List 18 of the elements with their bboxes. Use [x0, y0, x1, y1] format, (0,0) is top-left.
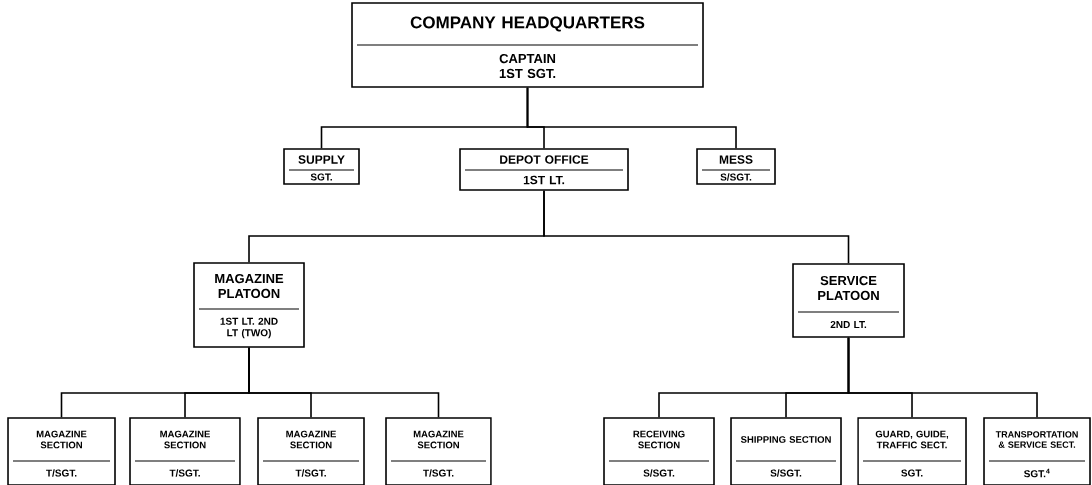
org-box: MAGAZINE SECTION T/SGT. — [129, 417, 241, 485]
connector-line — [526, 87, 737, 149]
connector-line — [543, 190, 850, 264]
org-box: GUARD, GUIDE, TRAFFIC SECT. SGT. — [857, 417, 967, 485]
connector-line — [847, 337, 1038, 418]
org-box: MESS S/SGT. — [696, 148, 776, 185]
org-box: COMPANY HEADQUARTERS CAPTAIN 1ST SGT. — [351, 2, 704, 88]
org-box: MAGAZINE SECTION T/SGT. — [257, 417, 365, 485]
org-box: DEPOT OFFICE 1ST LT. — [459, 148, 629, 191]
org-box: SERVICE PLATOON 2ND LT. — [792, 263, 905, 338]
org-box: SHIPPING SECTION S/SGT. — [730, 417, 842, 485]
org-box: MAGAZINE SECTION T/SGT. — [7, 417, 116, 485]
org-box: MAGAZINE PLATOON 1ST LT. 2ND LT (TWO) — [193, 262, 305, 348]
connector-line — [248, 347, 440, 418]
org-box: RECEIVING SECTION S/SGT. — [603, 417, 715, 485]
org-box: MAGAZINE SECTION T/SGT. — [385, 417, 492, 485]
org-box: TRANSPORTATION & SERVICE SECT. SGT.$^{4}$ — [983, 417, 1091, 485]
org-box: SUPPLY SGT. — [283, 148, 360, 185]
